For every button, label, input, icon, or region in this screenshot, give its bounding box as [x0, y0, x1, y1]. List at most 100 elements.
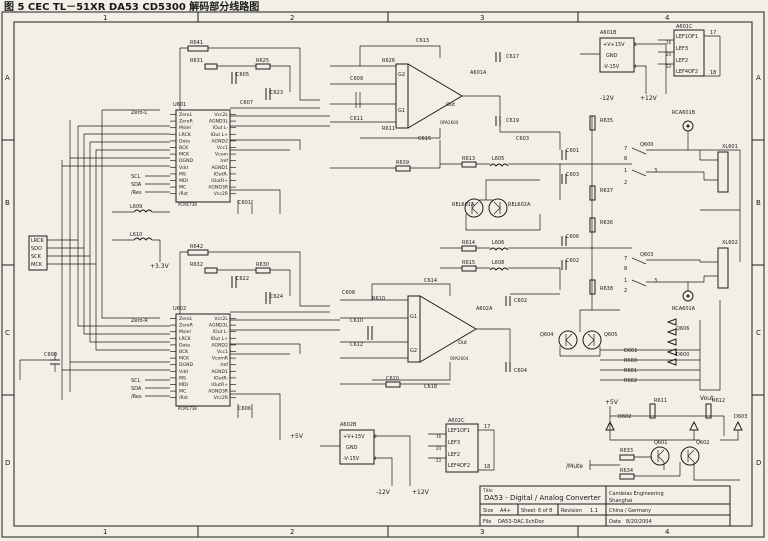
dac-pin-right: Iref [220, 158, 228, 164]
a601c-ref: A601C [676, 24, 693, 30]
c601-label: C601 [566, 148, 579, 154]
dac-pin-right: Vcc1 [217, 145, 228, 151]
net-zero-r: Zero-R [131, 318, 148, 324]
file-label: File [483, 519, 491, 525]
c615-label: C615 [418, 136, 431, 142]
u602-ref: U602 [173, 306, 186, 312]
dac-pin-left: Vdd [179, 165, 188, 171]
u601-body [175, 109, 231, 203]
c602-label-lo: C602 [514, 298, 527, 304]
inner-border [13, 21, 753, 527]
rel601-pin-1: 1 [624, 168, 627, 174]
c600-cap: C600 [19, 352, 60, 380]
dac-pin-left: MCK [179, 152, 190, 158]
grid-ticks [2, 12, 764, 537]
c617-label: C617 [506, 54, 519, 60]
c624-label: C624 [270, 294, 283, 300]
dac-pin-left: MC [179, 389, 186, 395]
date-label: Date [609, 519, 621, 525]
dac-pin-right: IOutR- [214, 375, 229, 381]
xl601-connector [717, 151, 729, 193]
rel602-pin-3: 3 [654, 278, 657, 284]
r611-mute-label: R611 [654, 398, 667, 404]
net-sdo: SDO [31, 246, 42, 252]
dac-pin-right: Vcc2R [214, 395, 229, 401]
c602-label: C602 [566, 258, 579, 264]
dac-pin-left: MS [179, 375, 186, 381]
a601b-ref: A601B [600, 30, 617, 36]
r635-label: R635 [600, 118, 613, 124]
dac-pin-right: IOutR+ [211, 382, 228, 388]
c604-label-lo: C604 [514, 368, 527, 374]
grid-row-a-left: A [5, 74, 10, 82]
r634-label: R634 [620, 468, 633, 474]
rca601b-label: RCA601B [672, 110, 696, 116]
a601c-pin-2: LEF3 [676, 46, 688, 52]
q602-label: Q602 [696, 440, 709, 446]
u601-part: PCM1738 [178, 202, 197, 207]
filter-a602c: A602C LEF1OF1 LEF3 LEF2 LEF4OF2 17 16 24… [428, 418, 495, 473]
a602b-ref: A602B [340, 422, 357, 428]
size-value: A4+ [500, 508, 511, 514]
xl601-label: XL601 [722, 144, 738, 150]
q600-label: REL601A [452, 202, 475, 208]
grid-col-3-top: 3 [480, 14, 484, 22]
r611-label: R611 [382, 126, 395, 132]
xl602-label: XL602 [722, 240, 738, 246]
a601a-part: OPA2604 [440, 120, 459, 125]
rel602-pin-7: 7 [624, 256, 627, 262]
input-bus: LRCK SDO SCK MCK Zero-L Zero-R [28, 109, 170, 400]
r639-label: R639 [396, 160, 409, 166]
c605-label: C605 [236, 72, 249, 78]
c612-label: C612 [350, 342, 363, 348]
diode-icon [666, 338, 677, 346]
grid-row-c-right: C [756, 329, 761, 337]
q600-transistor [464, 198, 484, 218]
l608-label: L608 [492, 260, 504, 266]
r637-label: R637 [600, 188, 613, 194]
xl602-connector [717, 247, 729, 289]
c608-label: C608 [342, 290, 355, 296]
dac-pin-right: Vcc2R [214, 191, 229, 197]
rel602a-label: Q603 [640, 252, 653, 258]
a601c-num-17: 17 [710, 30, 716, 36]
q601-transistor [650, 446, 670, 466]
a601a-ref: A601A [470, 70, 487, 76]
r613-label: R613 [462, 156, 475, 162]
company-name: Candeias Engineering [609, 491, 664, 497]
opamp-a602a: G1 G2 Out A602A OPA2604 R610 C610 C612 C… [340, 278, 527, 390]
a602b-pin-vminus: -V-15V [343, 456, 360, 462]
l609-label: L609 [130, 204, 142, 210]
a601a-g1: G1 [398, 108, 405, 114]
r612-label: R612 [712, 398, 725, 404]
u602-body [175, 313, 231, 407]
dac-pin-right: IOut L- [213, 125, 229, 131]
a602a-part: OPA2604 [450, 356, 469, 361]
a601c-pin-4: LEF4OF2 [676, 69, 698, 75]
c607-label: C607 [240, 100, 253, 106]
grid-col-1-top: 1 [103, 14, 107, 22]
dac-pin-left: MCK [179, 356, 190, 362]
a601c-pin-3: LEF2 [676, 58, 688, 64]
dac-pin-left: Mslel [179, 125, 191, 131]
d600-label: D600 [676, 352, 689, 358]
r615-label: R615 [462, 260, 475, 266]
dac-pin-left: ZeroR [179, 323, 194, 329]
c616-label-dac: C606 [238, 406, 251, 412]
opamp-a602a-body [419, 295, 477, 363]
net-zero-l: Zero-L [131, 110, 147, 116]
dac-pin-left: Data [179, 138, 190, 144]
output-stage: R613 L605 C601 C603 R637 R635 R636 REL60… [440, 110, 741, 402]
title-label: Title [482, 488, 493, 494]
grid-row-c-left: C [5, 329, 10, 337]
country-value: China / Germany [609, 508, 651, 514]
figure-title: 图 5 CEC TL－51XR DA53 CD5300 解码部分线路图 [4, 0, 259, 13]
a601b-pin-gnd: GND [606, 53, 618, 59]
grid-col-2-top: 2 [290, 14, 294, 22]
c600-label: C600 [44, 352, 57, 358]
net-scl-2: SCL [131, 378, 141, 384]
dac-pin-left: Mslel [179, 329, 191, 335]
title-block-frame [479, 485, 731, 527]
a601c-num-18: 18 [710, 70, 716, 76]
r610-label: R610 [372, 296, 385, 302]
